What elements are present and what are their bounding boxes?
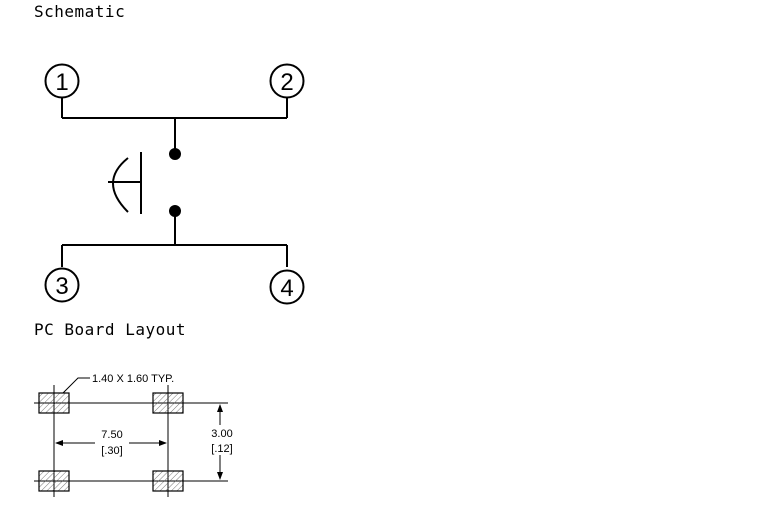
contact-dot-top [169, 148, 181, 160]
pad-bottom-right [152, 470, 184, 492]
pin1-label: 1 [55, 69, 68, 96]
width-arrow-right [159, 440, 167, 446]
dimension-arrows [55, 404, 223, 480]
pcb-layout-diagram [34, 377, 228, 497]
pin3-circle [44, 267, 80, 303]
pin4-circle [269, 269, 305, 305]
pcb-layout-heading: PC Board Layout [34, 320, 186, 339]
pad-top-right [152, 392, 184, 414]
height-arrow-top [217, 404, 223, 412]
width-label-mask [95, 426, 129, 458]
pad-top-left [38, 392, 70, 414]
pin2-circle [269, 63, 305, 99]
width-arrow-left [55, 440, 63, 446]
pin4-label: 4 [280, 275, 293, 302]
actuator-arc [112, 157, 129, 213]
height-mm-label: 3.00 [211, 428, 232, 440]
pad-size-note: 1.40 X 1.60 TYP. [92, 373, 174, 385]
height-arrow-bottom [217, 472, 223, 480]
pin3-label: 3 [55, 273, 68, 300]
pad-bottom-left [38, 470, 70, 492]
pad-note-leader [62, 377, 90, 394]
schematic-heading: Schematic [34, 2, 126, 21]
width-in-label: [.30] [101, 445, 122, 457]
schematic-diagram [44, 63, 305, 305]
width-mm-label: 7.50 [101, 429, 122, 441]
contact-dot-bottom [169, 205, 181, 217]
pin2-label: 2 [280, 69, 293, 96]
pin1-circle [44, 63, 80, 99]
height-label-mask [206, 425, 236, 455]
height-in-label: [.12] [211, 443, 232, 455]
